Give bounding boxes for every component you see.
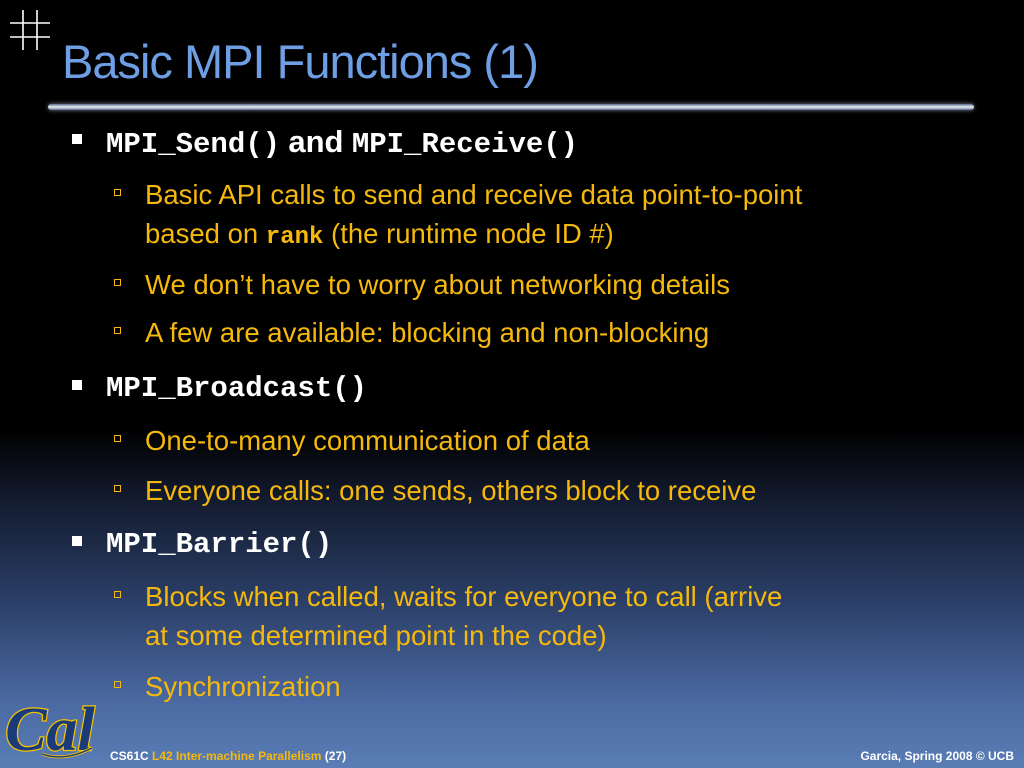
footer-lecture: L42 Inter-machine Parallelism [152,749,322,763]
sub-bullet-synchronization: Synchronization [114,667,974,706]
sub-bullet-blocks-when-called: Blocks when called, waits for everyone t… [114,577,974,655]
footer-course: CS61C [110,749,149,763]
line-2-pre: based on [145,218,266,249]
square-bullet-icon [72,536,82,546]
hash-icon [10,10,50,50]
line-1: Basic API calls to send and receive data… [145,179,803,210]
line-1: Blocks when called, waits for everyone t… [145,581,783,612]
code-mpi-barrier: MPI_Barrier() [106,528,333,561]
sub-bullet-text: We don’t have to worry about networking … [145,269,730,300]
square-bullet-icon [72,380,82,390]
line-2-post: (the runtime node ID #) [323,218,614,249]
title-divider [48,104,974,110]
hollow-square-bullet-icon [114,279,121,286]
sub-bullet-everyone-calls: Everyone calls: one sends, others block … [114,471,974,510]
sub-bullet-blocking: A few are available: blocking and non-bl… [114,313,974,352]
sub-bullet-text: One-to-many communication of data [145,425,590,456]
square-bullet-icon [72,134,82,144]
sub-bullet-networking: We don’t have to worry about networking … [114,265,974,304]
sub-bullet-text: Synchronization [145,671,341,702]
hollow-square-bullet-icon [114,435,121,442]
code-mpi-send: MPI_Send() [106,128,281,161]
bullet-text: MPI_Broadcast() [106,370,367,405]
footer-credit: Garcia, Spring 2008 © UCB [860,749,1014,763]
sub-bullet-one-to-many: One-to-many communication of data [114,421,974,460]
cal-logo-icon: Cal [4,695,97,764]
hollow-square-bullet-icon [114,327,121,334]
slide-title: Basic MPI Functions (1) [62,35,539,88]
bullet-text: MPI_Send() and MPI_Receive() [106,124,578,161]
bullet-text: MPI_Barrier() [106,526,332,561]
code-rank: rank [265,224,324,251]
footer-page-number: (27) [324,749,347,763]
sub-bullet-basic-api: Basic API calls to send and receive data… [114,175,974,257]
joiner-text: and [288,124,344,159]
hollow-square-bullet-icon [114,681,121,688]
line-2: at some determined point in the code) [145,620,607,651]
sub-bullet-text: A few are available: blocking and non-bl… [145,317,710,348]
sub-bullet-text: Blocks when called, waits for everyone t… [145,577,974,655]
sub-bullet-text: Basic API calls to send and receive data… [145,175,974,257]
hollow-square-bullet-icon [114,485,121,492]
hollow-square-bullet-icon [114,591,121,598]
code-mpi-receive: MPI_Receive() [351,128,579,161]
hollow-square-bullet-icon [114,189,121,196]
footer-course-info: CS61C L42 Inter-machine Parallelism (27) [110,749,346,763]
sub-bullet-text: Everyone calls: one sends, others block … [145,475,757,506]
code-mpi-broadcast: MPI_Broadcast() [106,372,368,405]
